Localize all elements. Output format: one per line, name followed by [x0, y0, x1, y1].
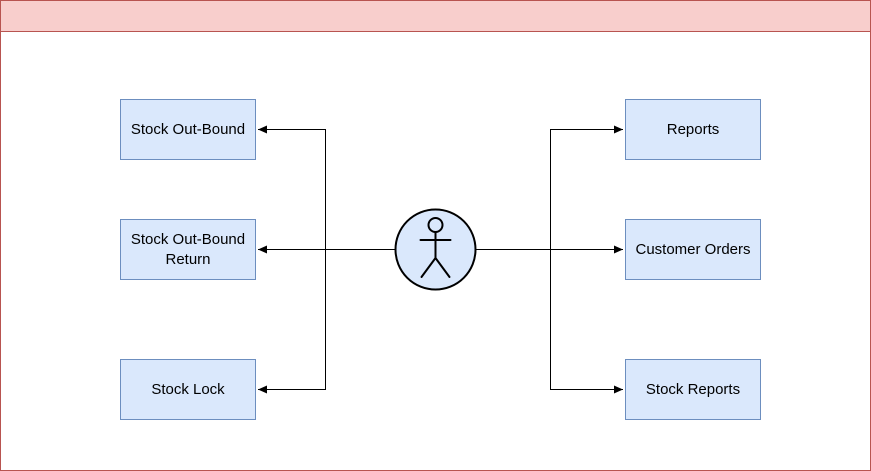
stock-out-bound-return-label: Stock Out-Bound Return — [130, 230, 246, 268]
connector-to-reports — [475, 125, 623, 250]
connector-to-stock-reports — [475, 249, 623, 394]
reports-box[interactable]: Reports — [625, 99, 761, 160]
connector-to-stock-out-bound — [258, 125, 396, 250]
person-icon — [419, 217, 452, 278]
stock-reports-box[interactable]: Stock Reports — [625, 359, 761, 420]
stock-out-bound-label: Stock Out-Bound — [130, 120, 246, 138]
actor-node[interactable] — [394, 208, 477, 291]
reports-label: Reports — [666, 120, 720, 138]
connector-to-stock-lock — [258, 249, 396, 394]
customer-orders-label: Customer Orders — [635, 240, 751, 258]
stock-reports-label: Stock Reports — [645, 380, 741, 398]
stock-out-bound-box[interactable]: Stock Out-Bound — [120, 99, 256, 160]
stock-lock-box[interactable]: Stock Lock — [120, 359, 256, 420]
stock-lock-label: Stock Lock — [151, 380, 225, 398]
stock-out-bound-return-box[interactable]: Stock Out-Bound Return — [120, 219, 256, 280]
diagram-header — [1, 1, 870, 32]
customer-orders-box[interactable]: Customer Orders — [625, 219, 761, 280]
